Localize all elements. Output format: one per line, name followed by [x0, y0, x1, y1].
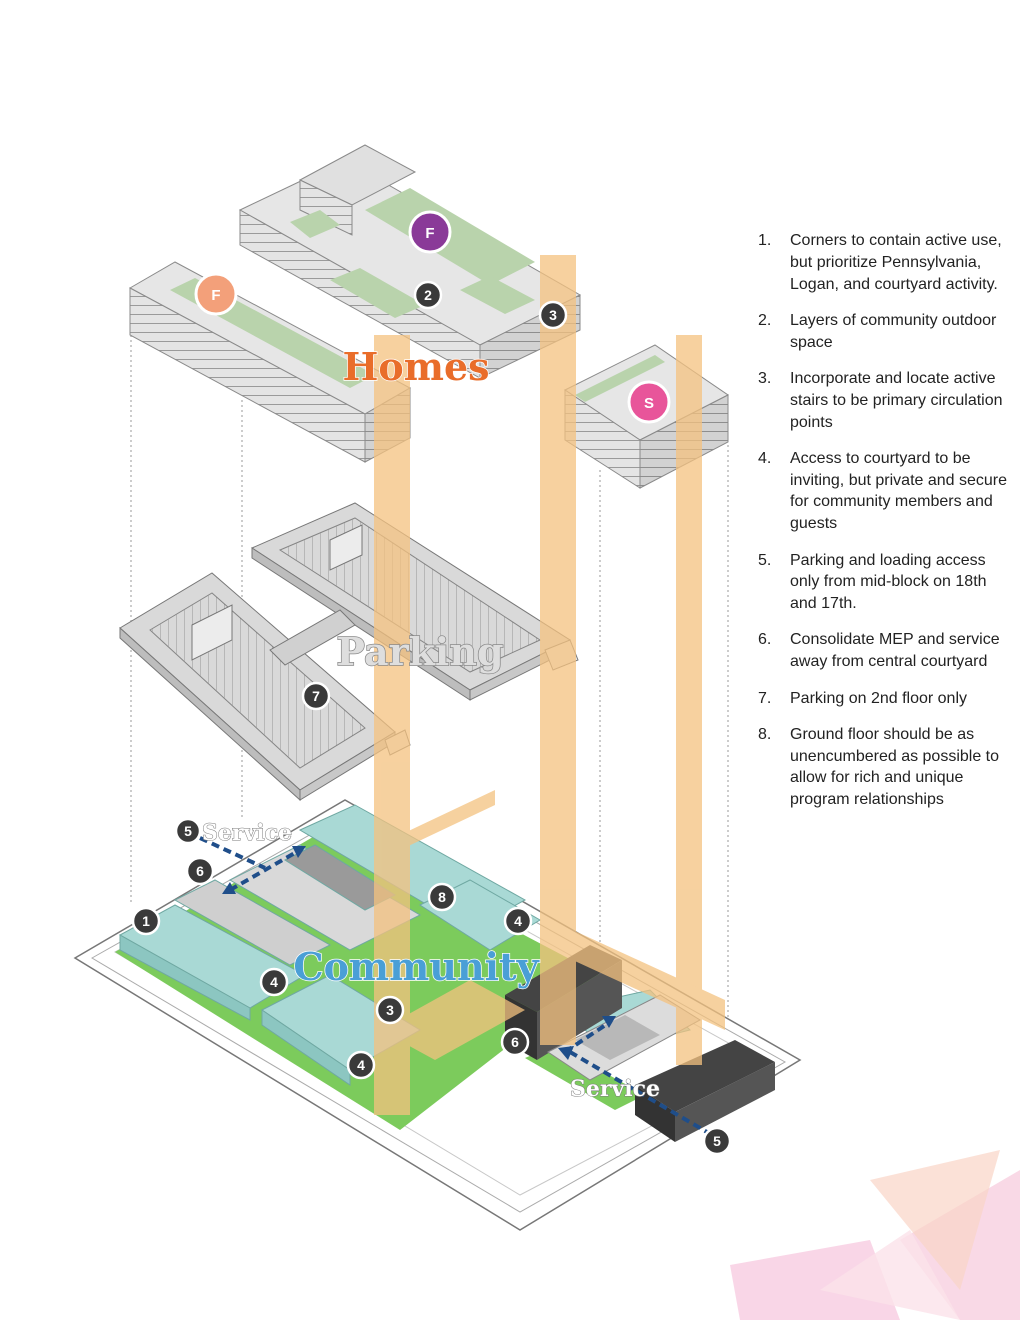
note-text: Parking on 2nd floor only [790, 689, 967, 707]
marker-3-ground: 3 [375, 995, 405, 1025]
parking-label: Parking [336, 629, 503, 674]
stair-cores [374, 255, 725, 1115]
marker-2-text: 2 [424, 287, 432, 303]
community-label: Community [293, 944, 539, 989]
note-item: 1. Corners to contain active use, but pri… [758, 230, 1008, 295]
family-badge-orange-text: F [211, 287, 220, 304]
note-number: 8. [758, 725, 772, 743]
senior-badge-text: S [644, 395, 654, 412]
marker-8: 8 [427, 882, 457, 912]
service-label-bottom: Service [570, 1076, 660, 1102]
note-number: 2. [758, 311, 772, 329]
service-label-top: Service [202, 820, 292, 846]
homes-buildings [128, 144, 729, 489]
marker-3-top-text: 3 [549, 307, 557, 323]
marker-7: 7 [301, 681, 331, 711]
note-text: Layers of community outdoor space [790, 311, 997, 351]
note-item: 3. Incorporate and locate active stairs t… [758, 368, 1008, 433]
marker-6-bottom-text: 6 [511, 1034, 519, 1050]
marker-4-bottom: 4 [346, 1050, 376, 1080]
marker-1: 1 [131, 906, 161, 936]
note-number: 3. [758, 369, 772, 387]
note-item: 6. Consolidate MEP and service away from … [758, 629, 1008, 673]
marker-3-top: 3 [538, 300, 568, 330]
design-principles-list: 1. Corners to contain active use, but pri… [758, 230, 1008, 826]
note-text: Corners to contain active use, but prior… [790, 232, 1002, 293]
note-text: Parking and loading access only from mid… [790, 551, 987, 613]
note-number: 7. [758, 689, 772, 707]
marker-6-top: 6 [185, 856, 215, 886]
marker-6-bottom: 6 [500, 1027, 530, 1057]
marker-4-left: 4 [259, 967, 289, 997]
marker-4-right: 4 [503, 906, 533, 936]
marker-6-top-text: 6 [196, 863, 204, 879]
note-item: 8. Ground floor should be as unencumbered… [758, 724, 1008, 811]
note-text: Incorporate and locate active stairs to … [790, 369, 1003, 431]
marker-4-bottom-text: 4 [357, 1057, 365, 1073]
note-text: Access to courtyard to be inviting, but … [790, 449, 1008, 533]
marker-5-bottom: 5 [702, 1126, 732, 1156]
note-number: 5. [758, 551, 772, 569]
marker-4-right-text: 4 [514, 913, 522, 929]
parking-deck [119, 502, 579, 802]
note-text: Consolidate MEP and service away from ce… [790, 631, 1000, 671]
marker-5-top: 5 [174, 817, 202, 845]
marker-8-text: 8 [438, 889, 446, 905]
homes-label: Homes [342, 344, 489, 389]
family-badge-orange: F [194, 272, 238, 316]
marker-3-ground-text: 3 [386, 1002, 394, 1018]
marker-2: 2 [413, 280, 443, 310]
note-item: 5. Parking and loading access only from m… [758, 550, 1008, 615]
note-number: 6. [758, 631, 772, 649]
family-badge-purple: F [408, 210, 452, 254]
marker-4-left-text: 4 [270, 974, 278, 990]
marker-5-top-text: 5 [184, 823, 192, 839]
note-item: 2. Layers of community outdoor space [758, 310, 1008, 354]
community-buildings [118, 804, 691, 1086]
note-number: 1. [758, 232, 772, 249]
marker-5-bottom-text: 5 [713, 1133, 721, 1149]
marker-1-text: 1 [142, 913, 150, 929]
note-item: 7. Parking on 2nd floor only [758, 688, 1008, 710]
decorative-corner-shapes [730, 1150, 1020, 1320]
note-item: 4. Access to courtyard to be inviting, bu… [758, 448, 1008, 535]
service-access-arrows [199, 836, 714, 1137]
arrowheads [222, 846, 616, 1060]
marker-7-text: 7 [312, 688, 320, 704]
note-number: 4. [758, 449, 772, 467]
family-badge-purple-text: F [425, 225, 434, 242]
senior-badge: S [627, 380, 671, 424]
note-text: Ground floor should be as unencumbered a… [790, 725, 1000, 809]
